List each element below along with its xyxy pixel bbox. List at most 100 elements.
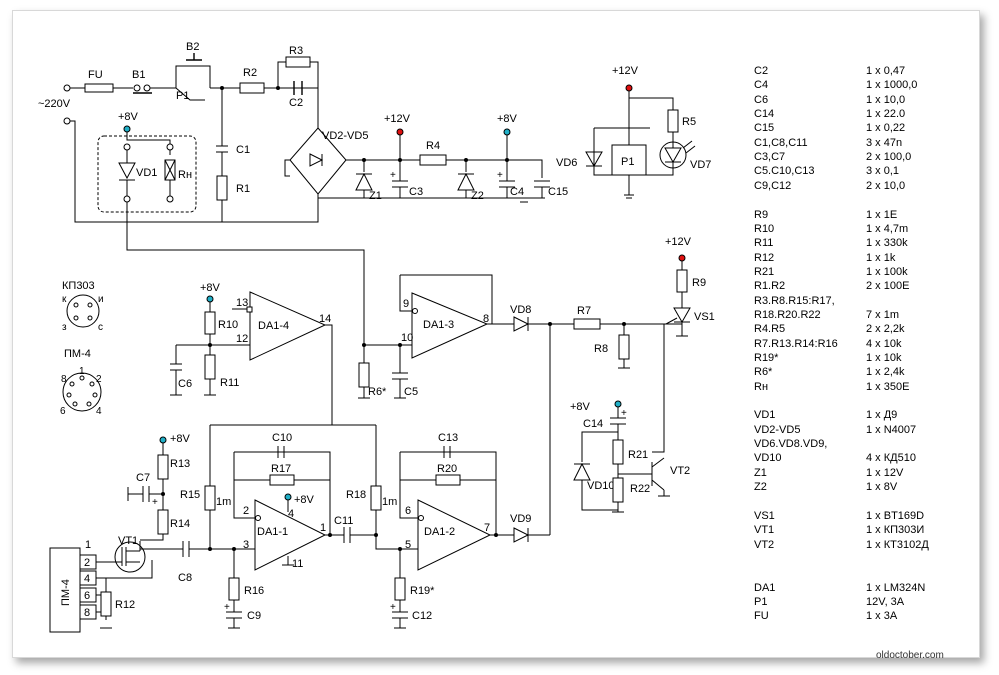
ground-symbol: [520, 197, 534, 203]
wire: [126, 132, 171, 155]
r12-resistor: [100, 591, 112, 617]
c15-capacitor: [534, 180, 550, 198]
wire: [399, 451, 497, 535]
c14-capacitor: [610, 407, 626, 440]
c7-label: C7: [136, 472, 150, 484]
da14-pin12: 12: [236, 333, 248, 345]
r21-resistor: [612, 439, 624, 465]
vd8-diode: [513, 316, 530, 332]
wire: [126, 202, 365, 345]
part-reference: R19*: [754, 352, 779, 364]
c10-capacitor: [277, 446, 285, 458]
plus8v-label: +8V: [118, 111, 139, 123]
part-reference: R7.R13.R14:R16: [754, 337, 838, 350]
c1-label: C1: [236, 144, 250, 156]
plus12v-label-relay: +12V: [612, 65, 639, 77]
b2-button: [186, 53, 202, 61]
part-reference: VT2: [754, 538, 775, 551]
part-value: 1 x 0,22: [866, 122, 906, 135]
pm4-conn-pin2: 2: [84, 557, 90, 569]
pin: [87, 315, 93, 321]
part-reference: R10: [754, 222, 775, 235]
pin: [79, 375, 85, 381]
c3-capacitor: [392, 160, 408, 198]
part-reference: R4.R5: [754, 323, 786, 336]
r13-resistor: [157, 454, 169, 480]
part-reference: Z1: [754, 466, 767, 479]
vs1-thyristor: [673, 292, 691, 336]
pin: [66, 392, 72, 398]
r1-resistor: [216, 175, 228, 201]
rn-resistor-cross: [164, 159, 176, 196]
plus8v-terminal-da14: [206, 295, 214, 303]
c6-label: C6: [178, 378, 192, 390]
plus12v-label: +12V: [384, 113, 411, 125]
c8-label: C8: [178, 572, 192, 584]
part-reference: R21: [754, 265, 775, 278]
parts-list-row: [754, 495, 974, 509]
part-reference: C9,C12: [754, 179, 792, 192]
pm4-pinout: [62, 372, 102, 412]
r10-resistor: [204, 311, 216, 335]
p1-relay-coil: [611, 144, 647, 176]
r22-label: R22: [630, 483, 650, 495]
vd8-label: VD8: [510, 304, 531, 316]
b1-contact: [133, 84, 141, 92]
da11-label: DA1-1: [257, 526, 288, 538]
p1-relay-label: P1: [621, 156, 634, 168]
part-reference: FU: [754, 610, 769, 623]
r11-resistor: [204, 354, 216, 380]
wire: [375, 425, 418, 550]
da11-pin2: 2: [243, 505, 249, 517]
plus8v-label-da14: +8V: [200, 282, 221, 294]
vd9-diode: [513, 527, 530, 543]
pm4-connector-label: ПМ-4: [60, 579, 72, 606]
parts-list-row: R6*1 x 2,4k: [754, 365, 974, 379]
plus8v-label-2: +8V: [497, 113, 518, 125]
r20-label: R20: [437, 463, 457, 475]
r5-label: R5: [682, 116, 696, 128]
wire: [96, 560, 153, 620]
parts-list-row: [754, 193, 974, 207]
plus8v-label-vt2: +8V: [570, 401, 591, 413]
c14-label: C14: [583, 418, 603, 430]
part-value: 2 x 100E: [866, 280, 910, 293]
r3-resistor: [285, 56, 311, 68]
parts-list-row: R4.R5 2 x 2,2k: [754, 322, 974, 336]
kp303-pinout: [66, 294, 100, 328]
p1-contact: [175, 87, 205, 101]
r13-label: R13: [170, 458, 190, 470]
r16-resistor: [228, 577, 240, 601]
inverting-marker: [255, 515, 261, 521]
kp303-pin-k: к: [62, 294, 67, 305]
pin: [87, 302, 93, 308]
vd6-label: VD6: [556, 157, 577, 169]
part-value: 2 x 2,2k: [866, 323, 905, 336]
da13-pin9: 9: [403, 298, 409, 310]
c9-capacitor: [226, 600, 242, 628]
c5-capacitor: [392, 345, 408, 398]
vt1-transistor-symbol: [118, 541, 152, 566]
r7-label: R7: [577, 305, 591, 317]
pin: [73, 315, 79, 321]
mains-terminal-bottom: [63, 117, 71, 125]
part-value: 12V, 3A: [866, 595, 905, 608]
pm4-pin4: 4: [96, 406, 102, 417]
part-value: 4 x КД510: [866, 452, 916, 465]
wire: [233, 451, 331, 535]
c4-plus: +: [497, 170, 503, 181]
parts-list-row: [754, 566, 974, 580]
